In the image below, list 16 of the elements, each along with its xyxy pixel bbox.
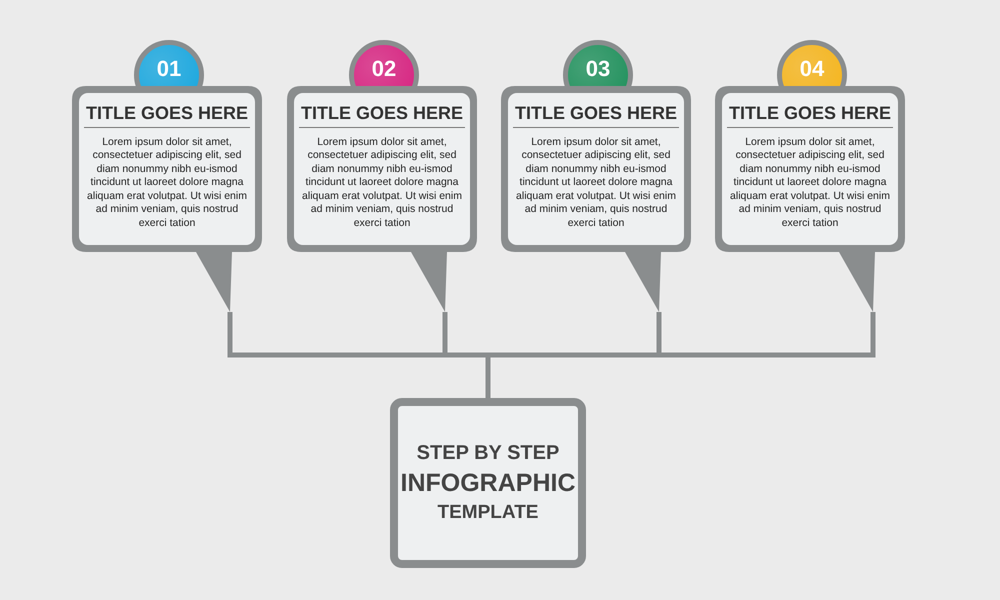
number-badge: 01	[134, 40, 204, 86]
number-badge: 04	[777, 40, 847, 86]
heading-line: INFOGRAPHIC	[400, 468, 576, 498]
title: TITLE GOES HERE	[298, 102, 466, 128]
body-text: Lorem ipsum dolor sit amet, consectetuer adipiscing elit, sed diam nonummy nibh eu-ismod tincidunt ut laoreet dolore magna aliquam erat volutpat. Ut wisi enim ad minim veniam, quis nostrud exerci tation	[515, 136, 677, 230]
body-text: Lorem ipsum dolor sit amet, consectetuer adipiscing elit, sed diam nonummy nibh eu-ismod tincidunt ut laoreet dolore magna aliquam erat volutpat. Ut wisi enim ad minim veniam, quis nostrud exerci tation	[301, 136, 463, 230]
title: TITLE GOES HERE	[84, 102, 250, 128]
title: TITLE GOES HERE	[726, 102, 894, 128]
heading-line: TEMPLATE	[438, 501, 538, 525]
title: TITLE GOES HERE	[512, 102, 680, 128]
number-badge: 03	[563, 40, 633, 86]
body-text: Lorem ipsum dolor sit amet, consectetuer adipiscing elit, sed diam nonummy nibh eu-ismod tincidunt ut laoreet dolore magna aliquam erat volutpat. Ut wisi enim ad minim veniam, quis nostrud exerci tation	[729, 136, 891, 230]
center-box	[390, 398, 586, 568]
body-text: Lorem ipsum dolor sit amet, consectetuer adipiscing elit, sed diam nonummy nibh eu-ismod tincidunt ut laoreet dolore magna aliquam erat volutpat. Ut wisi enim ad minim veniam, quis nostrud exerci tation	[86, 136, 248, 230]
heading-line: STEP BY STEP	[416, 441, 560, 466]
number-badge: 02	[349, 40, 419, 86]
